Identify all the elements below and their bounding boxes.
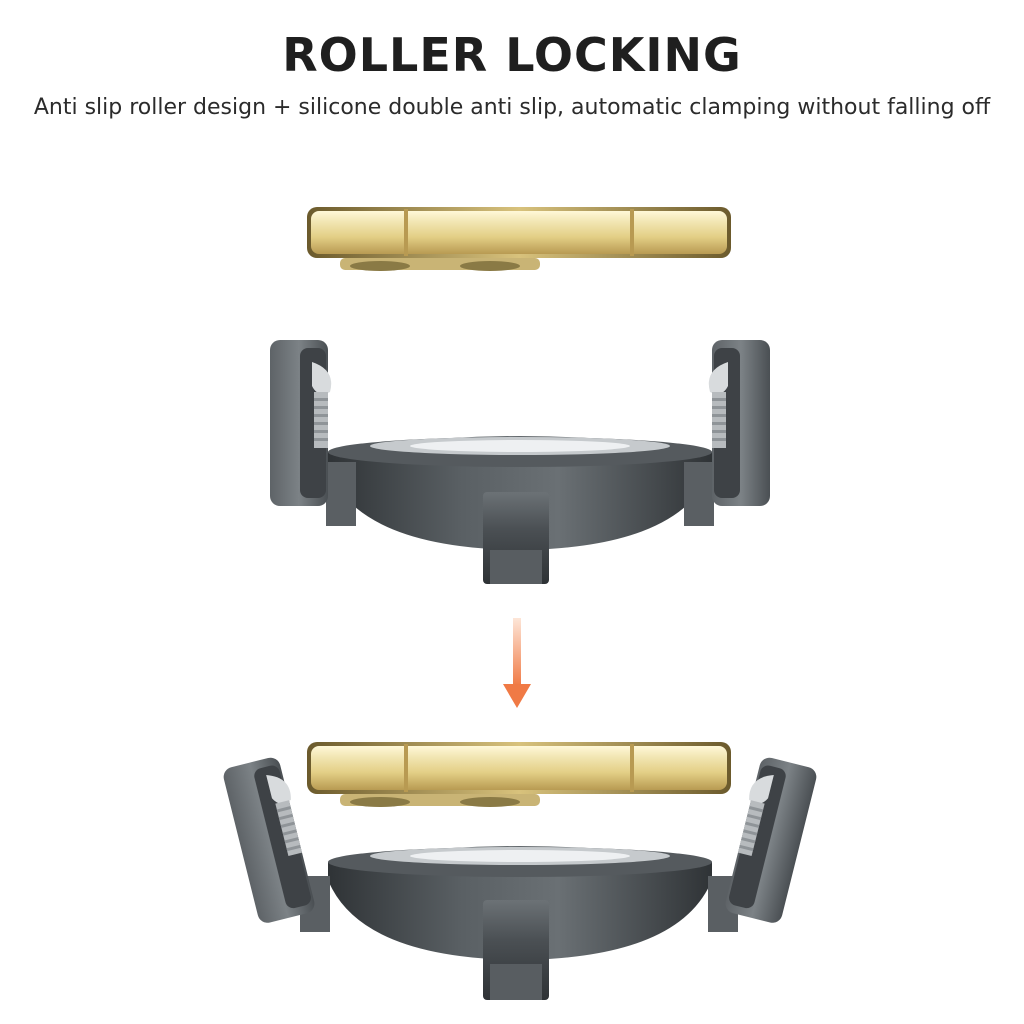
page-title: ROLLER LOCKING (282, 28, 742, 82)
phone-top (307, 207, 731, 271)
page-subtitle: Anti slip roller design + silicone doubl… (33, 95, 991, 120)
mount-clamped (223, 757, 817, 1000)
phone-clamped (307, 742, 731, 807)
down-arrow-icon (503, 618, 531, 708)
mount-open (270, 340, 770, 584)
